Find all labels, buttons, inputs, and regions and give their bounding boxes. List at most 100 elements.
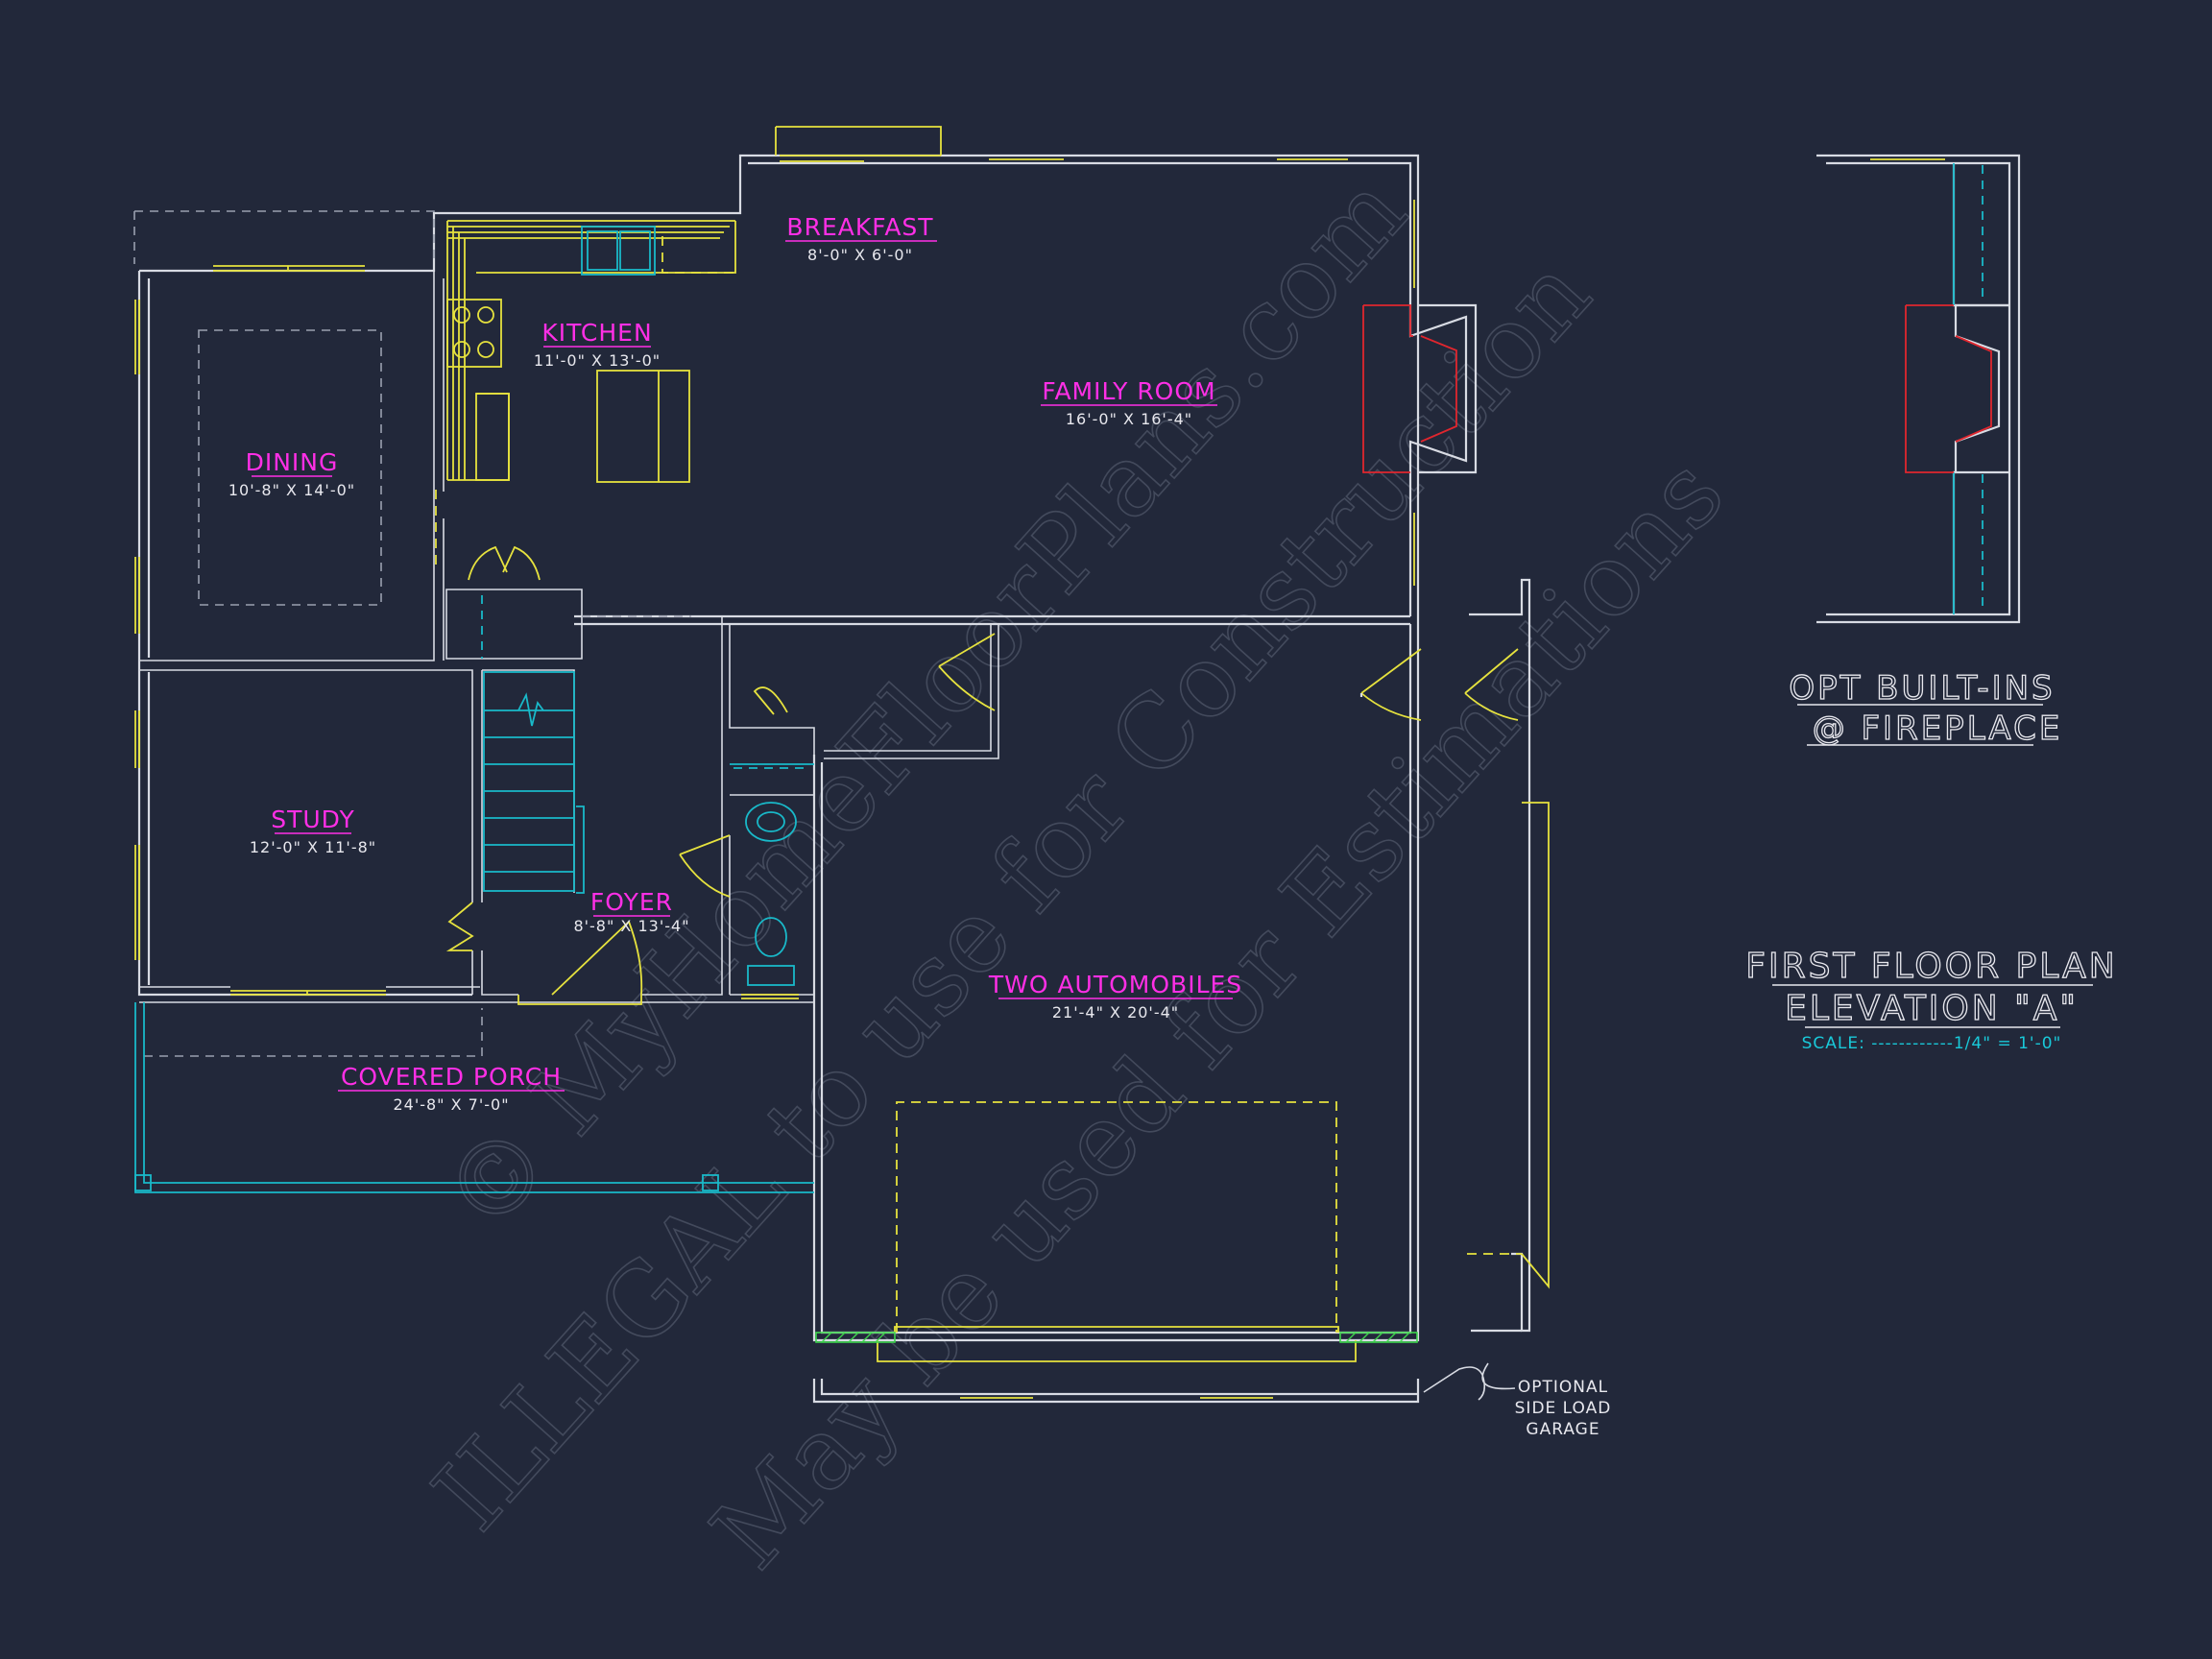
interior-walls: [139, 271, 999, 1003]
side-load-leader: [1423, 1362, 1516, 1401]
builtin-cabinets: [1952, 163, 2009, 614]
dining-bay-outline: [133, 210, 435, 264]
porch-roof-outline: [144, 1008, 483, 1057]
porch-edge: [134, 1002, 814, 1193]
side-load-door: [1464, 648, 1519, 721]
powder-bath: [730, 763, 814, 986]
north-wall-inner: [748, 161, 1412, 305]
powder-window: [741, 994, 799, 999]
builtin-fireplace: [1954, 303, 2009, 472]
garage-front-option: [812, 1379, 1420, 1404]
side-load-option: OPTIONAL SIDE LOAD GARAGE: [1423, 578, 1612, 1439]
porch-edge-inner: [143, 1002, 814, 1184]
garage-interior: [820, 624, 1412, 1334]
garage-pier-right: [1339, 1332, 1418, 1343]
garage-door-outline: [896, 1101, 1337, 1333]
sink-bowl-left: [587, 230, 618, 271]
study-west-windows: [134, 710, 140, 960]
bath-door: [679, 834, 731, 898]
builtin-title-1: OPT BUILT-INS: [1789, 669, 2055, 708]
dim-porch: 24'-8" X 7'-0": [393, 1095, 509, 1114]
label-kitchen: KITCHEN: [541, 319, 652, 347]
dining-west-windows: [134, 300, 140, 634]
dim-foyer: 8'-8" X 13'-4": [573, 917, 689, 935]
cooktop: [446, 299, 502, 368]
upper-counter: [447, 220, 735, 239]
label-breakfast: BREAKFAST: [786, 213, 933, 241]
opt-built-ins-detail: OPT BUILT-INS @ FIREPLACE: [1789, 154, 2063, 749]
fireplace: [1362, 304, 1457, 473]
dim-breakfast: 8'-0" X 6'-0": [807, 246, 913, 264]
dim-family-room: 16'-0" X 16'-4": [1066, 410, 1192, 428]
label-foyer: FOYER: [590, 888, 673, 916]
counter-end: [447, 393, 510, 481]
doors: [445, 633, 1422, 1005]
side-load-note-1: OPTIONAL: [1518, 1378, 1608, 1397]
study-double-doors: [445, 902, 474, 951]
stair-run: [483, 671, 575, 892]
plan-title-block: FIRST FLOOR PLAN ELEVATION "A" SCALE: --…: [1745, 946, 2117, 1053]
toilet-tank: [747, 965, 795, 986]
dining-north-window: [213, 265, 365, 272]
builtin-inner: [1826, 161, 2011, 616]
refrigerator: [475, 393, 510, 481]
builtin-firebox: [1905, 304, 1992, 473]
stair-wall-west: [481, 670, 518, 996]
study-south-window: [230, 990, 386, 996]
burner-2: [477, 306, 494, 324]
side-load-note-3: GARAGE: [1526, 1420, 1599, 1439]
side-load-garage-door: [1521, 802, 1550, 1289]
label-study: STUDY: [271, 805, 355, 833]
garage-door-header: [894, 1326, 1339, 1333]
lavatory: [745, 802, 797, 842]
stair-upper-box: [445, 589, 583, 660]
builtin-outer: [1816, 154, 2021, 624]
kitchen-island: [596, 370, 690, 483]
dim-dining: 10'-8" X 14'-0": [228, 481, 355, 499]
plan-title-line-1: FIRST FLOOR PLAN: [1745, 947, 2117, 986]
dining-ceiling-outline: [198, 329, 382, 606]
toilet-bowl: [755, 917, 787, 957]
hall-walls: [729, 624, 815, 995]
firebox: [1420, 335, 1457, 443]
label-dining: DINING: [246, 448, 339, 476]
dim-kitchen: 11'-0" X 13'-0": [534, 351, 661, 370]
front-door: [551, 921, 643, 996]
windows: [134, 126, 1415, 1399]
garage-details: [815, 1326, 1418, 1362]
hearth: [1362, 305, 1410, 473]
dashed-outlines: [133, 210, 1337, 1333]
stairs: [468, 545, 585, 894]
firebox-top: [1363, 304, 1413, 337]
pier-hatch: [821, 1332, 1410, 1343]
side-load-wall: [1469, 578, 1531, 1333]
garage-front-option-inner: [820, 1379, 1418, 1396]
garage-apron: [877, 1340, 1357, 1362]
fireplace-bump: [1418, 303, 1478, 474]
handrail: [576, 805, 585, 894]
room-labels: BREAKFAST 8'-0" X 6'-0" KITCHEN 11'-0" X…: [228, 213, 1242, 1114]
covered-porch: [134, 1002, 814, 1193]
west-wall: [137, 271, 472, 997]
stair-treads: [484, 709, 574, 873]
breakfast-slider-door: [775, 126, 942, 162]
side-load-note-2: SIDE LOAD: [1515, 1399, 1612, 1418]
burner-1: [453, 306, 470, 324]
closet-door: [753, 686, 788, 715]
counter-front: [476, 221, 736, 274]
dim-garage: 21'-4" X 20'-4": [1052, 1003, 1179, 1022]
garage-pier-left: [815, 1332, 896, 1343]
sink-bowl-right: [619, 230, 651, 271]
porch-column-right: [702, 1174, 719, 1191]
side-counter: [446, 221, 466, 480]
builtin-title-2: @ FIREPLACE: [1813, 709, 2063, 748]
closet-walls-inner: [824, 624, 992, 752]
label-garage: TWO AUTOMOBILES: [988, 971, 1242, 998]
stair-break-mark: [517, 692, 544, 727]
lavatory-bowl: [757, 811, 785, 832]
dining-east-wall: [139, 271, 435, 661]
label-porch: COVERED PORCH: [341, 1063, 562, 1091]
garage-entry-door: [938, 633, 996, 711]
